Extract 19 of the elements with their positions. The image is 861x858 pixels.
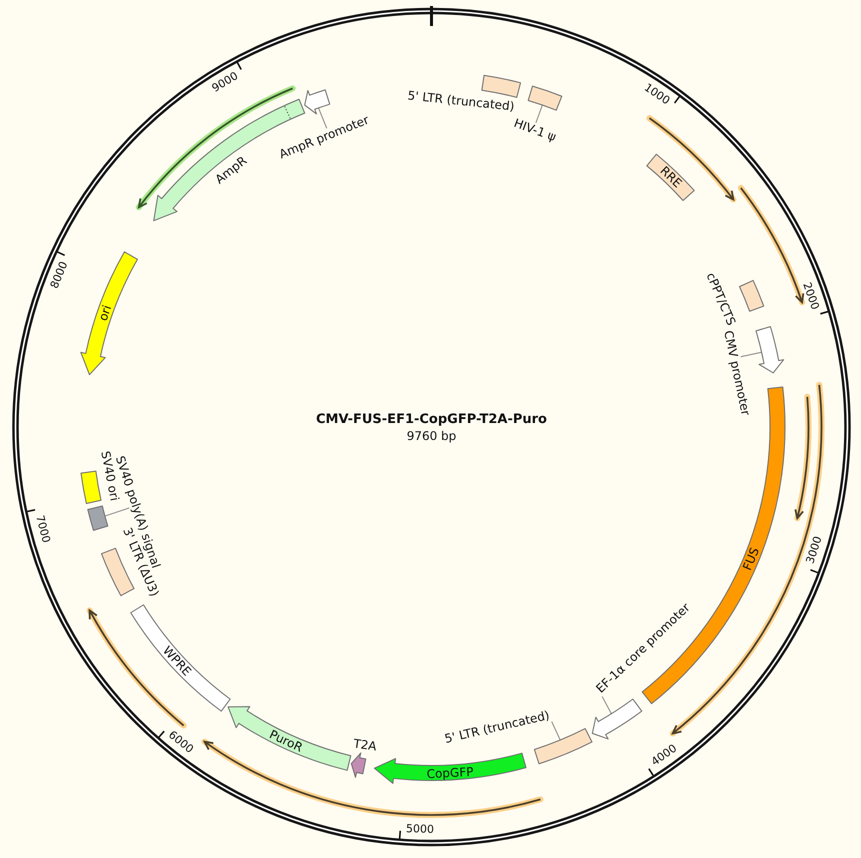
feature-label: CopGFP: [424, 764, 474, 781]
feature-label: ori: [95, 302, 114, 324]
feature-label: FUS: [740, 545, 762, 574]
position-label: 2000: [800, 279, 822, 312]
position-label: 7000: [32, 512, 53, 545]
leader-line: [602, 696, 612, 714]
feature-label: 5' LTR (truncated): [406, 88, 516, 114]
feature-label: T2A: [352, 736, 378, 754]
position-label: 8000: [48, 258, 72, 292]
feature-label: HIV-1 ψ: [511, 116, 559, 144]
leader-line: [535, 104, 543, 124]
leader-line: [740, 352, 762, 358]
plasmid-size: 9760 bp: [406, 429, 458, 443]
leader-line: [104, 507, 130, 517]
position-label: 3000: [803, 534, 825, 566]
leader-line: [318, 107, 328, 129]
diagram-title: CMV-FUS-EF1-CopGFP-T2A-Puro: [315, 412, 548, 428]
position-label: 5000: [405, 822, 436, 836]
leader-line: [551, 721, 561, 741]
